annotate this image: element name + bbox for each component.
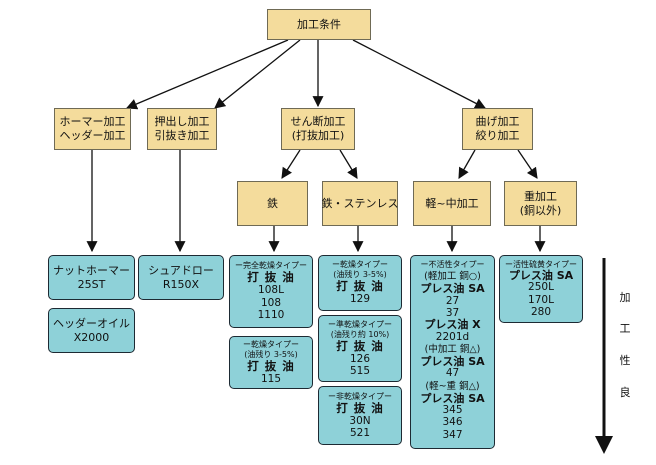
product-code: 25ST: [77, 277, 106, 291]
workability-arrow-head: [595, 436, 613, 454]
arrow-root-to-extrude: [214, 39, 301, 109]
product-iron-complete-dry: ー完全乾燥タイプー 打 抜 油 108L 108 1110: [229, 255, 313, 328]
category-label: 絞り加工: [475, 129, 520, 142]
product-code: R150X: [162, 277, 200, 291]
product-name: ヘッダーオイル: [53, 316, 130, 330]
material-label: 重加工: [524, 189, 557, 203]
product-type: ー活性硫黄タイプー: [505, 259, 577, 269]
product-name: 打 抜 油: [247, 358, 295, 373]
product-code: 1110: [257, 309, 285, 322]
product-type: ー非乾燥タイプー: [328, 391, 392, 401]
arrow-root-to-bend: [352, 39, 486, 109]
product-nut-homer: ナットホーマー 25ST: [48, 255, 135, 300]
root-label: 加工条件: [297, 17, 341, 31]
product-code: 347: [442, 428, 463, 441]
work-light-medium: 軽~中加工: [413, 181, 491, 226]
category-bend-draw: 曲げ加工 絞り加工: [462, 108, 533, 150]
product-code: 280: [530, 306, 552, 318]
product-name: プレス油 SA: [420, 282, 485, 295]
product-type: ー乾燥タイプー: [332, 260, 388, 270]
product-code: 170L: [528, 293, 554, 306]
product-name: プレス油 X: [424, 318, 481, 331]
category-label: 押出し加工: [154, 115, 210, 128]
axis-label-char: 良: [619, 386, 631, 399]
product-light-medium-inert: ー不活性タイプー (軽加工 銅○) プレス油 SA 27 37 プレス油 X 2…: [410, 255, 495, 449]
product-type: ー準乾燥タイプー: [328, 319, 392, 329]
product-name: プレス油 SA: [508, 268, 574, 282]
root-node: 加工条件: [267, 9, 371, 40]
product-name: プレス油 SA: [420, 391, 485, 405]
category-label: 曲げ加工: [475, 115, 520, 128]
category-label: (打抜加工): [291, 129, 345, 142]
category-shear: せん断加工 (打抜加工): [281, 108, 355, 150]
product-name: 打 抜 油: [336, 279, 384, 294]
arrow-shear-to-stainless: [339, 149, 358, 179]
product-stainless-dry: ー乾燥タイプー (油残り 3-5%) 打 抜 油 129: [318, 255, 402, 311]
category-label: ヘッダー加工: [59, 129, 126, 142]
product-stainless-non-dry: ー非乾燥タイプー 打 抜 油 30N 521: [318, 386, 402, 445]
product-name: シュアドロー: [148, 263, 214, 277]
product-code: 37: [445, 306, 460, 319]
product-code: 515: [349, 365, 371, 377]
axis-label-char: 性: [619, 354, 631, 367]
product-type: ー乾燥タイプー: [243, 339, 299, 349]
product-type: ー不活性タイプー: [420, 260, 485, 269]
group-label: (軽~重 銅△): [425, 380, 480, 392]
product-name: ナットホーマー: [53, 263, 130, 277]
product-code: X2000: [73, 330, 110, 344]
product-note: (油残り 3-5%): [244, 349, 298, 359]
product-stainless-semi-dry: ー準乾燥タイプー (油残り約 10%) 打 抜 油 126 515: [318, 315, 402, 382]
product-code: 115: [260, 372, 282, 385]
material-iron-stainless: 鉄・ステンレス: [321, 181, 399, 226]
product-code: 129: [349, 293, 371, 306]
arrow-shear-to-iron: [281, 149, 301, 179]
product-suredraw: シュアドロー R150X: [138, 255, 224, 300]
product-code: 250L: [528, 281, 554, 294]
category-label: せん断加工: [290, 115, 346, 128]
product-type: ー完全乾燥タイプー: [235, 261, 307, 271]
product-name: プレス油 SA: [420, 354, 485, 368]
material-label: 鉄・ステンレス: [321, 196, 399, 210]
arrow-bend-to-heavy: [517, 149, 538, 179]
product-code: 108L: [258, 284, 284, 297]
product-name: 打 抜 油: [336, 400, 384, 415]
product-code: 346: [442, 416, 463, 429]
group-label: (軽加工 銅○): [424, 271, 481, 282]
category-label: ホーマー加工: [59, 115, 126, 128]
product-code: 126: [349, 352, 371, 365]
arrow-root-to-homer: [125, 39, 289, 110]
category-label: 引抜き加工: [154, 129, 210, 142]
work-heavy: 重加工 (銅以外): [504, 181, 577, 226]
product-code: 30N: [349, 414, 371, 427]
category-homer-header: ホーマー加工 ヘッダー加工: [54, 108, 131, 150]
product-note: (油残り約 10%): [330, 329, 390, 339]
product-code: 108: [260, 296, 282, 309]
material-iron: 鉄: [237, 181, 308, 226]
group-label: (中加工 銅△): [424, 343, 481, 355]
product-iron-dry: ー乾燥タイプー (油残り 3-5%) 打 抜 油 115: [229, 336, 313, 389]
material-label: 鉄: [267, 196, 278, 210]
product-heavy-active-sulfur: ー活性硫黄タイプー プレス油 SA 250L 170L 280: [499, 255, 583, 323]
product-code: 521: [349, 427, 371, 439]
arrow-bend-to-light: [458, 149, 476, 179]
product-name: 打 抜 油: [336, 338, 384, 353]
product-header-oil: ヘッダーオイル X2000: [48, 308, 135, 353]
category-extrude-draw: 押出し加工 引抜き加工: [147, 108, 217, 150]
product-code: 345: [442, 404, 463, 417]
product-code: 2201d: [435, 330, 470, 343]
product-note: (油残り 3-5%): [333, 270, 387, 280]
axis-label-char: 加: [619, 291, 631, 304]
product-code: 27: [445, 294, 460, 307]
material-label: (銅以外): [519, 203, 562, 217]
material-label: 軽~中加工: [425, 196, 479, 210]
product-name: 打 抜 油: [247, 270, 295, 285]
axis-label-char: 工: [619, 322, 631, 335]
product-code: 47: [445, 367, 460, 380]
